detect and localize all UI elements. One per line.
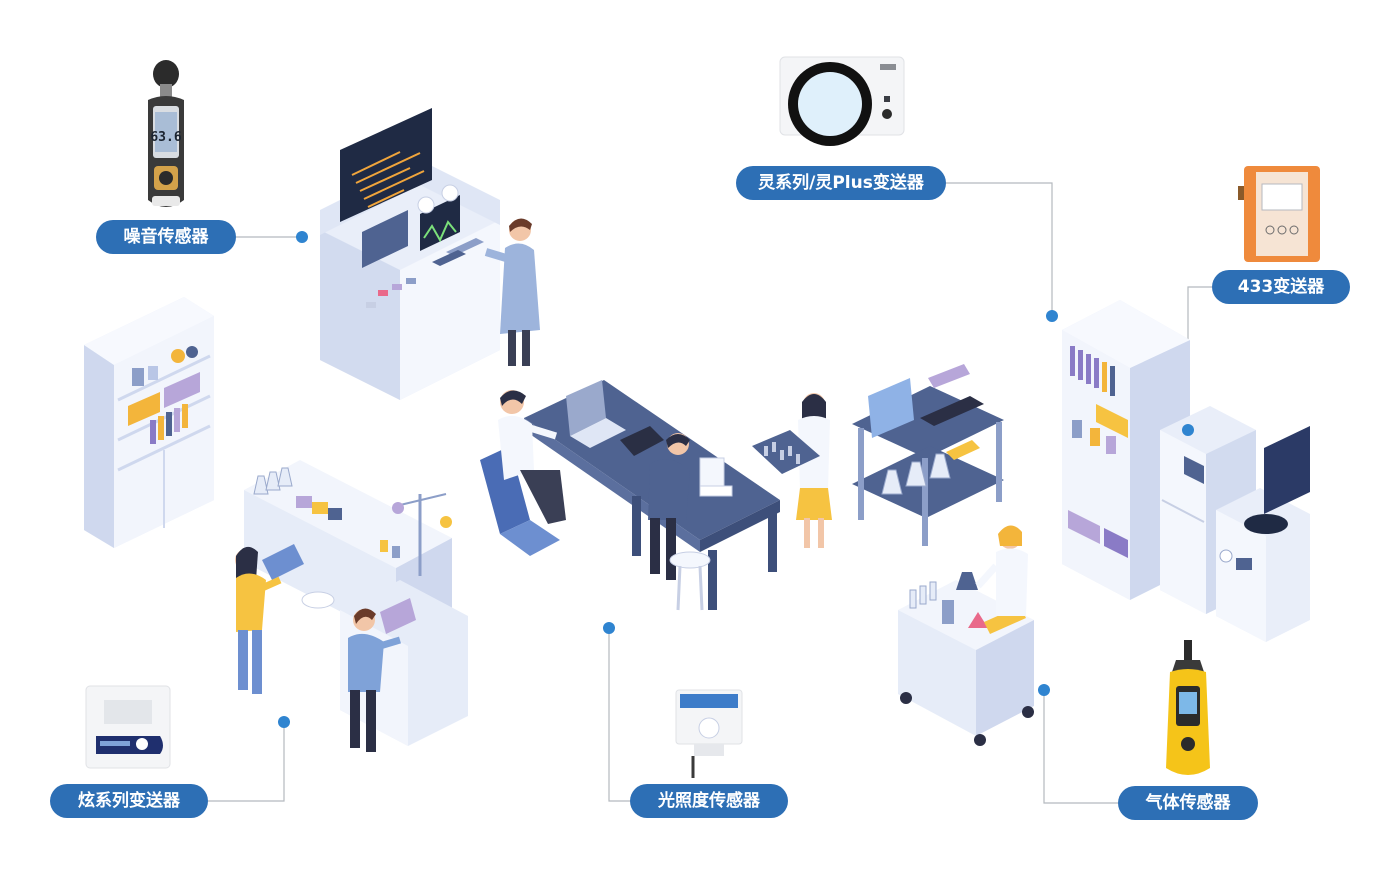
person-bench-woman [235,546,282,694]
person-tray-researcher [752,393,832,548]
label-xuan-transmitter[interactable]: 炫系列变送器 [50,784,208,818]
label-433-transmitter[interactable]: 433变送器 [1212,270,1350,304]
label-ling-transmitter[interactable]: 灵系列/灵Plus变送器 [736,166,946,200]
central-desk [524,380,780,610]
ling-transmitter-icon [779,56,905,146]
xuan-transmitter-icon [85,685,171,769]
connector-dots [278,231,1194,728]
dot-gas [1038,684,1050,696]
dot-ling [1046,310,1058,322]
label-light-sensor[interactable]: 光照度传感器 [630,784,788,818]
dot-xuan [278,716,290,728]
noise-meter-reading: 63.6 [150,130,181,145]
connector-ling [946,182,1053,316]
person-bench-man [348,608,402,752]
label-gas-sensor[interactable]: 气体传感器 [1118,786,1258,820]
fridge-right [1160,406,1310,642]
dot-noise [296,231,308,243]
connector-gas [1043,690,1118,804]
bookshelf-left [84,297,214,548]
metal-table-right [852,364,1004,546]
person-microscope-researcher [648,433,711,611]
person-seated-researcher [480,390,566,556]
connector-light [608,628,630,802]
noise-meter-icon: 63.6 [148,60,184,207]
dot-433 [1182,424,1194,436]
person-console-operator [484,218,540,366]
label-noise-sensor[interactable]: 噪音传感器 [96,220,236,254]
transmitter-433-icon [1238,166,1320,262]
lab-cart-right [898,572,1034,746]
connector-xuan [208,722,285,802]
cabinet-right [1062,300,1190,600]
person-cart-woman [975,525,1028,616]
control-console [320,108,500,400]
gas-detector-icon [1166,640,1210,775]
connectors [208,182,1212,804]
light-sensor-icon [675,689,743,778]
dot-light [603,622,615,634]
